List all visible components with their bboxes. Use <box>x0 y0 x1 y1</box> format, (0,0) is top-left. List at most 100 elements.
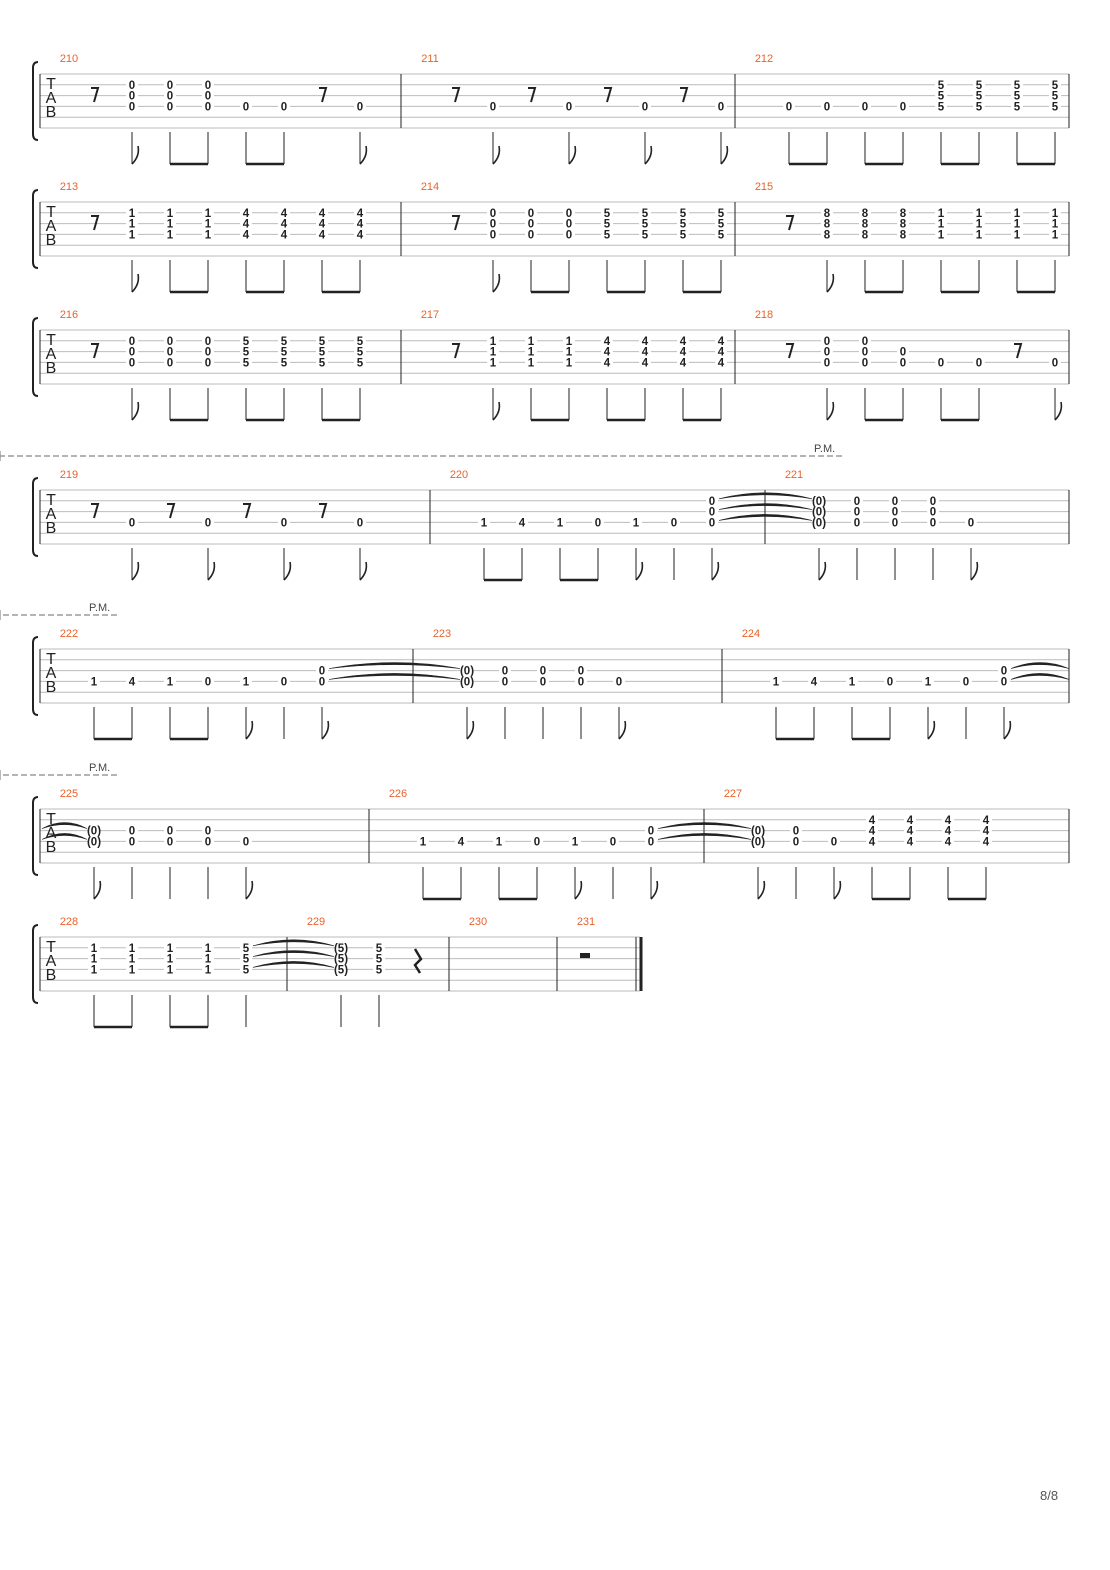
fret-number: 8 <box>862 219 869 231</box>
fret-number: 0 <box>930 507 936 519</box>
fret-mask <box>851 517 863 528</box>
fret-number: 5 <box>243 347 250 359</box>
note-flag <box>131 273 140 293</box>
fret-number: 0 <box>205 91 211 103</box>
fret-number: 0 <box>824 101 830 113</box>
fret-mask <box>354 229 366 240</box>
fret-mask <box>935 79 947 90</box>
fret-number: 1 <box>167 219 174 231</box>
note-flag <box>131 401 140 421</box>
fret-mask <box>126 229 138 240</box>
fret-number: 0 <box>938 357 944 369</box>
fret-mask <box>1049 101 1061 112</box>
fret-number: 1 <box>205 954 212 966</box>
fret-number: 5 <box>243 954 250 966</box>
fret-number: 5 <box>604 229 611 241</box>
fret-number: 0 <box>793 826 799 838</box>
fret-number: 4 <box>907 836 914 848</box>
fret-mask <box>851 495 863 506</box>
fret-mask <box>973 357 985 368</box>
fret-number: 0 <box>900 347 906 359</box>
fret-mask <box>927 495 939 506</box>
fret-mask <box>1049 229 1061 240</box>
fret-number: 0 <box>129 101 135 113</box>
fret-mask <box>126 335 138 346</box>
fret-mask <box>487 218 499 229</box>
fret-mask <box>639 218 651 229</box>
note-flag <box>826 401 835 421</box>
fret-number: 0 <box>824 336 830 348</box>
fret-mask <box>493 836 505 847</box>
fret-number: 5 <box>1052 101 1059 113</box>
fret-number: 0 <box>205 836 211 848</box>
fret-number: 0 <box>793 836 799 848</box>
fret-number: 1 <box>91 954 98 966</box>
fret-mask <box>88 942 100 953</box>
fret-mask <box>316 335 328 346</box>
fret-number: 4 <box>718 336 725 348</box>
tab-clef-letter: T <box>46 651 56 668</box>
tab-clef-letter: A <box>46 346 57 363</box>
fret-number: 0 <box>862 357 868 369</box>
fret-number: 0 <box>718 101 724 113</box>
fret-mask <box>645 836 657 847</box>
measure-number: 224 <box>742 628 760 640</box>
fret-number: 0 <box>319 676 325 688</box>
fret-number: 5 <box>319 336 326 348</box>
fret-mask <box>126 101 138 112</box>
fret-number: (0) <box>812 517 826 529</box>
fret-mask <box>278 346 290 357</box>
fret-mask <box>859 229 871 240</box>
fret-number: 4 <box>519 517 526 529</box>
fret-mask <box>202 953 214 964</box>
fret-number: 5 <box>357 357 364 369</box>
note-flag <box>720 145 729 165</box>
fret-mask <box>373 942 385 953</box>
fret-mask <box>706 517 718 528</box>
fret-number: 0 <box>709 517 715 529</box>
fret-number: 0 <box>824 347 830 359</box>
fret-mask <box>783 101 795 112</box>
fret-mask <box>927 517 939 528</box>
fret-mask <box>965 517 977 528</box>
fret-number: 4 <box>357 229 364 241</box>
fret-number: 5 <box>243 336 250 348</box>
fret-number: 4 <box>869 836 876 848</box>
fret-mask <box>240 964 252 975</box>
fret-mask <box>752 836 764 847</box>
fret-number: 8 <box>900 208 907 220</box>
fret-number: 1 <box>167 229 174 241</box>
fret-number: (0) <box>87 836 101 848</box>
fret-mask <box>316 676 328 687</box>
fret-number: 0 <box>540 666 546 678</box>
fret-mask <box>821 229 833 240</box>
fret-number: 4 <box>642 357 649 369</box>
fret-number: 1 <box>129 964 136 976</box>
fret-number: 5 <box>1052 80 1059 92</box>
fret-mask <box>677 218 689 229</box>
fret-mask <box>1011 229 1023 240</box>
fret-mask <box>998 676 1010 687</box>
fret-mask <box>487 229 499 240</box>
fret-number: 4 <box>869 826 876 838</box>
fret-number: 0 <box>129 80 135 92</box>
fret-mask <box>821 218 833 229</box>
fret-mask <box>770 676 782 687</box>
fret-mask <box>1049 79 1061 90</box>
fret-number: 0 <box>205 357 211 369</box>
tab-clef-letter: T <box>46 204 56 221</box>
fret-number: 0 <box>1001 676 1007 688</box>
fret-mask <box>164 79 176 90</box>
fret-mask <box>202 676 214 687</box>
fret-mask <box>88 676 100 687</box>
fret-mask <box>639 357 651 368</box>
fret-mask <box>935 101 947 112</box>
tab-clef-letter: T <box>46 492 56 509</box>
fret-number: 0 <box>578 676 584 688</box>
fret-number: 4 <box>243 229 250 241</box>
fret-number: (0) <box>812 507 826 519</box>
fret-mask <box>973 218 985 229</box>
fret-number: 0 <box>648 826 654 838</box>
fret-number: 0 <box>900 101 906 113</box>
fret-mask <box>240 357 252 368</box>
